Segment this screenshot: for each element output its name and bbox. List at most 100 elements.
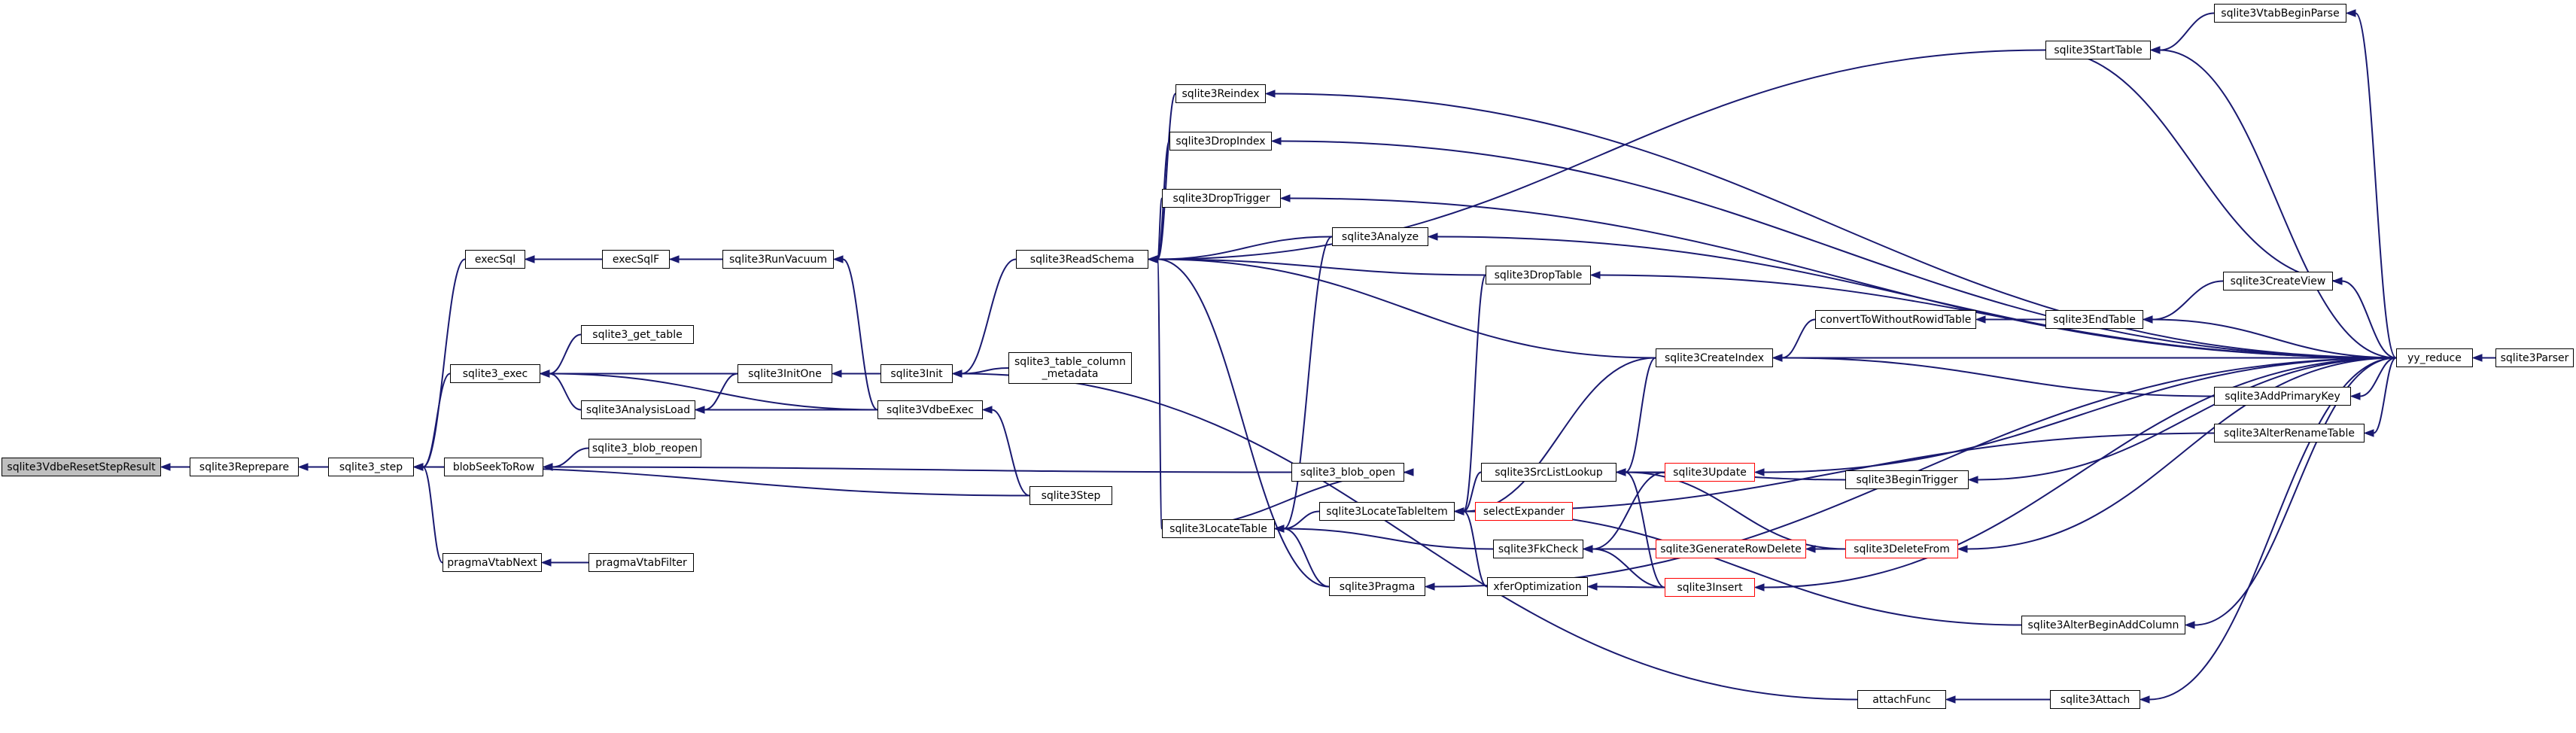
node-readschema[interactable]: sqlite3ReadSchema — [1016, 250, 1148, 269]
edge-droptrigger-to-readschema — [1157, 197, 1163, 260]
node-label: xferOptimization — [1493, 580, 1582, 593]
node-droptable[interactable]: sqlite3DropTable — [1486, 266, 1591, 284]
edge-srclistlookup-to-locatetableitem — [1463, 471, 1482, 512]
node-alterrenametable[interactable]: sqlite3AlterRenameTable — [2214, 424, 2365, 443]
node-alterbeginaddcolumn[interactable]: sqlite3AlterBeginAddColumn — [2021, 616, 2185, 634]
node-generaterowdelete[interactable]: sqlite3GenerateRowDelete — [1656, 540, 1806, 558]
edge-update-to-fkcheck — [1592, 471, 1665, 550]
edge-yyreduce-to-starttable — [2159, 49, 2397, 359]
node-reindex[interactable]: sqlite3Reindex — [1175, 84, 1266, 103]
node-srclistlookup[interactable]: sqlite3SrcListLookup — [1481, 463, 1616, 482]
edge-arrowhead — [831, 370, 842, 378]
node-table-column-metadata[interactable]: sqlite3_table_column_metadata — [1008, 352, 1132, 384]
node-locatetableitem[interactable]: sqlite3LocateTableItem — [1319, 502, 1455, 521]
edge-locatetable-to-readschema — [1157, 258, 1163, 530]
node-droptrigger[interactable]: sqlite3DropTrigger — [1162, 189, 1281, 208]
edge-arrowhead — [540, 558, 552, 567]
node-reprepare[interactable]: sqlite3Reprepare — [190, 458, 299, 476]
edge-vdbeexec-to-exec — [549, 373, 878, 411]
node-label: sqlite3DropTable — [1494, 269, 1583, 281]
edge-yyreduce-to-begintrigger — [1977, 357, 2397, 481]
node-update[interactable]: sqlite3Update — [1665, 463, 1755, 482]
node-vdbeexec[interactable]: sqlite3VdbeExec — [877, 400, 983, 419]
edge-vtabbeginparse-to-starttable — [2159, 12, 2215, 51]
node-blobseek[interactable]: blobSeekToRow — [444, 458, 543, 476]
node-label: sqlite3Init — [890, 367, 943, 380]
edge-createindex-to-srclistlookup — [1625, 357, 1656, 473]
edge-arrowhead — [2139, 695, 2150, 704]
node-analysisload[interactable]: sqlite3AnalysisLoad — [581, 400, 695, 419]
edge-arrowhead — [2149, 46, 2161, 54]
edge-createview-to-endtable — [2152, 280, 2224, 321]
edge-arrowhead — [1975, 315, 1986, 324]
node-label: sqlite3AnalysisLoad — [585, 403, 691, 416]
node-label: sqlite3_get_table — [592, 328, 683, 341]
node-label: sqlite3BeginTrigger — [1856, 473, 1958, 486]
node-attach[interactable]: sqlite3Attach — [2050, 690, 2140, 709]
node-label: sqlite3AlterBeginAddColumn — [2027, 619, 2179, 631]
edge-arrowhead — [2345, 9, 2356, 17]
edge-arrowhead — [524, 255, 535, 263]
node-endtable[interactable]: sqlite3EndTable — [2045, 310, 2143, 329]
node-fkcheck[interactable]: sqlite3FkCheck — [1493, 540, 1583, 558]
node-insert[interactable]: sqlite3Insert — [1665, 578, 1755, 597]
edge-arrowhead — [668, 255, 680, 263]
node-label: sqlite3InitOne — [748, 367, 822, 380]
node-label: sqlite3CreateIndex — [1664, 351, 1765, 364]
node-selectexpander[interactable]: selectExpander — [1475, 502, 1573, 521]
node-xferopt[interactable]: xferOptimization — [1487, 577, 1588, 596]
node-sqlite3step[interactable]: sqlite3Step — [1029, 486, 1112, 505]
node-convwithoutrowid[interactable]: convertToWithoutRowidTable — [1815, 310, 1976, 329]
node-label: sqlite3Reprepare — [199, 461, 290, 473]
node-label: sqlite3DropTrigger — [1172, 192, 1270, 205]
node-parser[interactable]: sqlite3Parser — [2495, 348, 2574, 367]
node-label: sqlite3_exec — [462, 367, 528, 380]
edge-yyreduce-to-vtabbeginparse — [2355, 12, 2397, 359]
node-analyze[interactable]: sqlite3Analyze — [1332, 227, 1428, 246]
edge-arrowhead — [2142, 315, 2153, 324]
edge-yyreduce-to-dropindex — [1280, 140, 2397, 359]
edge-arrowhead — [1957, 545, 1968, 553]
edge-arrowhead — [160, 463, 171, 471]
node-initone[interactable]: sqlite3InitOne — [738, 364, 832, 383]
node-exec[interactable]: sqlite3_exec — [450, 364, 540, 383]
edge-xferopt-to-locatetableitem — [1463, 510, 1488, 588]
edge-arrowhead — [1403, 468, 1414, 476]
edge-yyreduce-to-insert — [1763, 357, 2397, 589]
edge-convwithoutrowid-to-createindex — [1781, 318, 1816, 359]
node-get-table[interactable]: sqlite3_get_table — [581, 325, 694, 344]
node-init[interactable]: sqlite3Init — [880, 364, 953, 383]
node-locatetable[interactable]: sqlite3LocateTable — [1162, 519, 1275, 538]
edge-arrowhead — [1427, 233, 1438, 241]
node-attachfunc[interactable]: attachFunc — [1857, 690, 1946, 709]
node-dropindex[interactable]: sqlite3DropIndex — [1169, 132, 1272, 151]
node-pragma[interactable]: sqlite3Pragma — [1329, 577, 1425, 596]
node-vtabfilter[interactable]: pragmaVtabFilter — [588, 553, 694, 572]
node-runvacuum[interactable]: sqlite3RunVacuum — [722, 250, 834, 269]
node-addprimarykey[interactable]: sqlite3AddPrimaryKey — [2214, 387, 2351, 406]
node-vtabnext[interactable]: pragmaVtabNext — [443, 553, 542, 572]
edge-initone-to-analysisload — [704, 373, 738, 411]
node-label: sqlite3_table_column — [1014, 356, 1126, 368]
node-execsql[interactable]: execSql — [465, 250, 525, 269]
node-blob-reopen[interactable]: sqlite3_blob_reopen — [588, 439, 701, 458]
node-blob-open[interactable]: sqlite3_blob_open — [1291, 463, 1404, 482]
node-label: sqlite3Parser — [2500, 351, 2569, 364]
edge-yyreduce-to-addprimarykey — [2359, 357, 2397, 397]
node-label: sqlite3VdbeExec — [887, 403, 974, 416]
edge-arrowhead — [2471, 354, 2483, 362]
edge-deletefrom-to-srclistlookup — [1625, 471, 1846, 550]
node-createview[interactable]: sqlite3CreateView — [2223, 272, 2333, 290]
node-starttable[interactable]: sqlite3StartTable — [2045, 41, 2151, 59]
node-begintrigger[interactable]: sqlite3BeginTrigger — [1845, 470, 1969, 489]
node-vtabbeginparse[interactable]: sqlite3VtabBeginParse — [2214, 4, 2346, 23]
node-deletefrom[interactable]: sqlite3DeleteFrom — [1845, 540, 1958, 558]
node-createindex[interactable]: sqlite3CreateIndex — [1656, 348, 1773, 367]
node-yyreduce[interactable]: yy_reduce — [2396, 348, 2473, 367]
edge-arrowhead — [694, 406, 705, 414]
node-execsqlf[interactable]: execSqlF — [602, 250, 670, 269]
node-label: sqlite3_blob_open — [1300, 466, 1396, 479]
node-step[interactable]: sqlite3_step — [328, 458, 414, 476]
edge-insert-to-srclistlookup — [1625, 471, 1665, 589]
